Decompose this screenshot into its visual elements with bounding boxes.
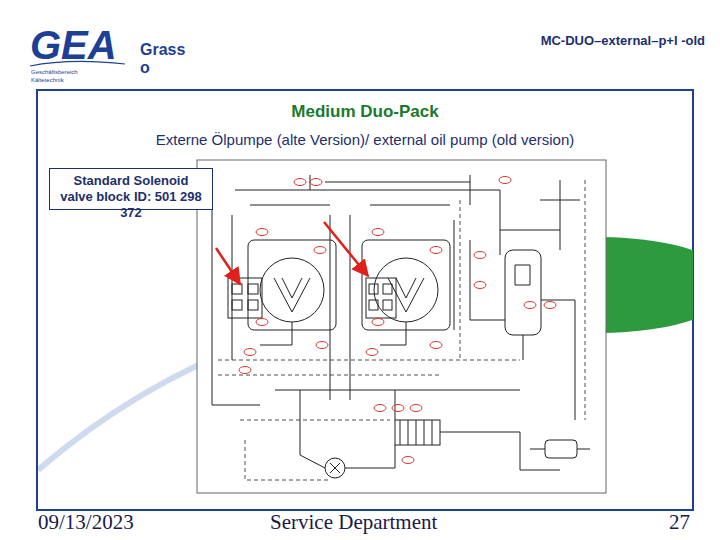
brand-name: Grasso bbox=[140, 41, 188, 77]
instrument-markers bbox=[239, 177, 556, 464]
company-logo: GEA bbox=[30, 22, 140, 68]
logo-subtitle: Geschäftsbereich Kältetechnik bbox=[31, 68, 89, 84]
slide-frame bbox=[37, 90, 693, 510]
pointer-arrow bbox=[216, 248, 240, 284]
slide-code: MC-DUO–external–p+l -old bbox=[430, 33, 705, 48]
pointer-arrow bbox=[324, 222, 368, 276]
schematic-panel bbox=[197, 160, 606, 493]
footer-department: Service Department bbox=[270, 510, 500, 534]
schematic-lines bbox=[212, 175, 590, 478]
callout-text: Standard Solenoid valve block ID: 501 29… bbox=[56, 173, 206, 221]
schematic-control-lines bbox=[218, 180, 585, 480]
slide-title: Medium Duo-Pack bbox=[140, 102, 590, 122]
callout-box: Standard Solenoid valve block ID: 501 29… bbox=[49, 168, 213, 210]
footer-date: 09/13/2023 bbox=[38, 510, 198, 534]
slide-subtitle: Externe Ölpumpe (alte Version)/ external… bbox=[60, 131, 670, 148]
page-number: 27 bbox=[630, 510, 690, 534]
